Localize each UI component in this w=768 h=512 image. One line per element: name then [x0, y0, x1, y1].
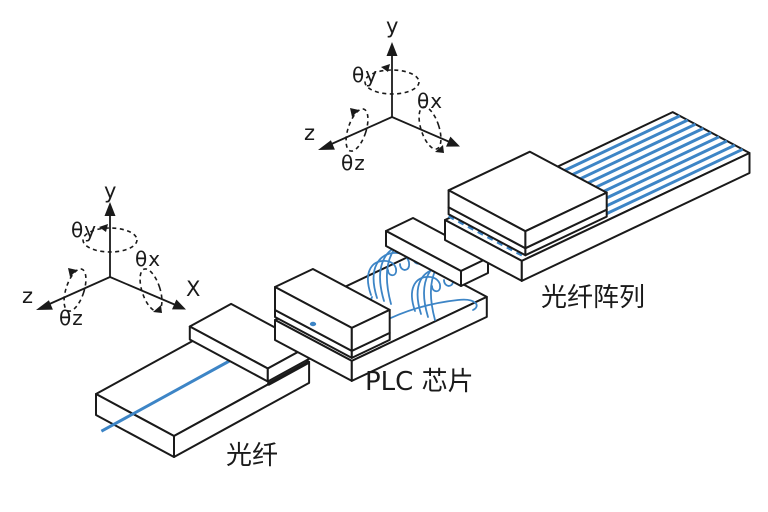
array-fiber-line	[599, 147, 744, 219]
z-axis-arrow	[318, 140, 335, 150]
theta-z-rotation-ellipse	[345, 108, 369, 152]
fiber-array-label: 光纤阵列	[541, 283, 645, 313]
theta-x-rotation-arrow	[153, 305, 162, 313]
theta-y-rotation-ellipse	[364, 69, 420, 95]
theta-z-rotation-ellipse	[63, 268, 87, 312]
x-axis-arrow	[446, 136, 460, 147]
z-axis-label: z	[304, 121, 315, 145]
z-axis-label: z	[22, 284, 33, 308]
array-base-right-face	[520, 152, 751, 282]
fiber-array-assembly: 光纤阵列	[444, 111, 751, 313]
theta-y-rotation-arrow	[381, 64, 390, 72]
x-axis-line	[109, 276, 179, 307]
fiber-assembly: 光纤	[95, 302, 311, 471]
y-axis-label: y	[104, 179, 116, 203]
x-axis-arrow	[172, 299, 186, 310]
plc-left-block-right-face	[350, 308, 391, 352]
x-axis-label: X	[186, 277, 200, 301]
array-lid-right-face	[524, 191, 608, 250]
array-fiber-line	[591, 143, 736, 215]
theta-y-rotation-arrow	[99, 224, 108, 232]
plc-base-right-face	[350, 295, 488, 382]
fiber-bond-line	[266, 360, 310, 387]
plc-assembly: PLC 芯片	[274, 217, 489, 397]
theta-z-rotation-arrow	[68, 268, 77, 277]
plc-label: PLC 芯片	[365, 367, 474, 397]
array-fiber-line	[583, 139, 728, 210]
theta-x-rotation-arrow	[435, 145, 444, 153]
theta-z-rotation-arrow	[350, 108, 359, 117]
optical-fiber-line	[100, 358, 232, 433]
theta-y-rotation-ellipse	[82, 227, 138, 253]
z-axis-arrow	[36, 300, 53, 310]
waveguide-petal	[367, 260, 397, 296]
axis-system-top: y z θy θx θz	[304, 14, 460, 175]
theta-z-label: θz	[341, 151, 366, 175]
fiber-label: 光纤	[226, 441, 278, 471]
y-axis-label: y	[386, 14, 398, 38]
array-fiber-ends-dashed	[448, 215, 526, 259]
theta-z-label: θz	[59, 306, 84, 330]
y-axis-arrow	[104, 202, 116, 216]
theta-y-label: θy	[71, 218, 97, 242]
z-axis-line	[326, 116, 393, 147]
axis-system-left: y z X θy θx θz	[22, 179, 200, 330]
y-axis-arrow	[386, 42, 398, 56]
z-axis-line	[44, 276, 111, 307]
theta-x-rotation-ellipse	[418, 106, 442, 150]
waveguide-petal	[411, 276, 441, 312]
fiber-base-right-face	[173, 360, 311, 458]
theta-y-label: θy	[352, 63, 378, 87]
theta-x-label: θx	[417, 89, 443, 113]
x-axis-line	[391, 116, 453, 144]
input-fiber-dot	[309, 321, 317, 327]
theta-x-label: θx	[135, 247, 161, 271]
plc-right-bar-right-face	[460, 257, 489, 287]
